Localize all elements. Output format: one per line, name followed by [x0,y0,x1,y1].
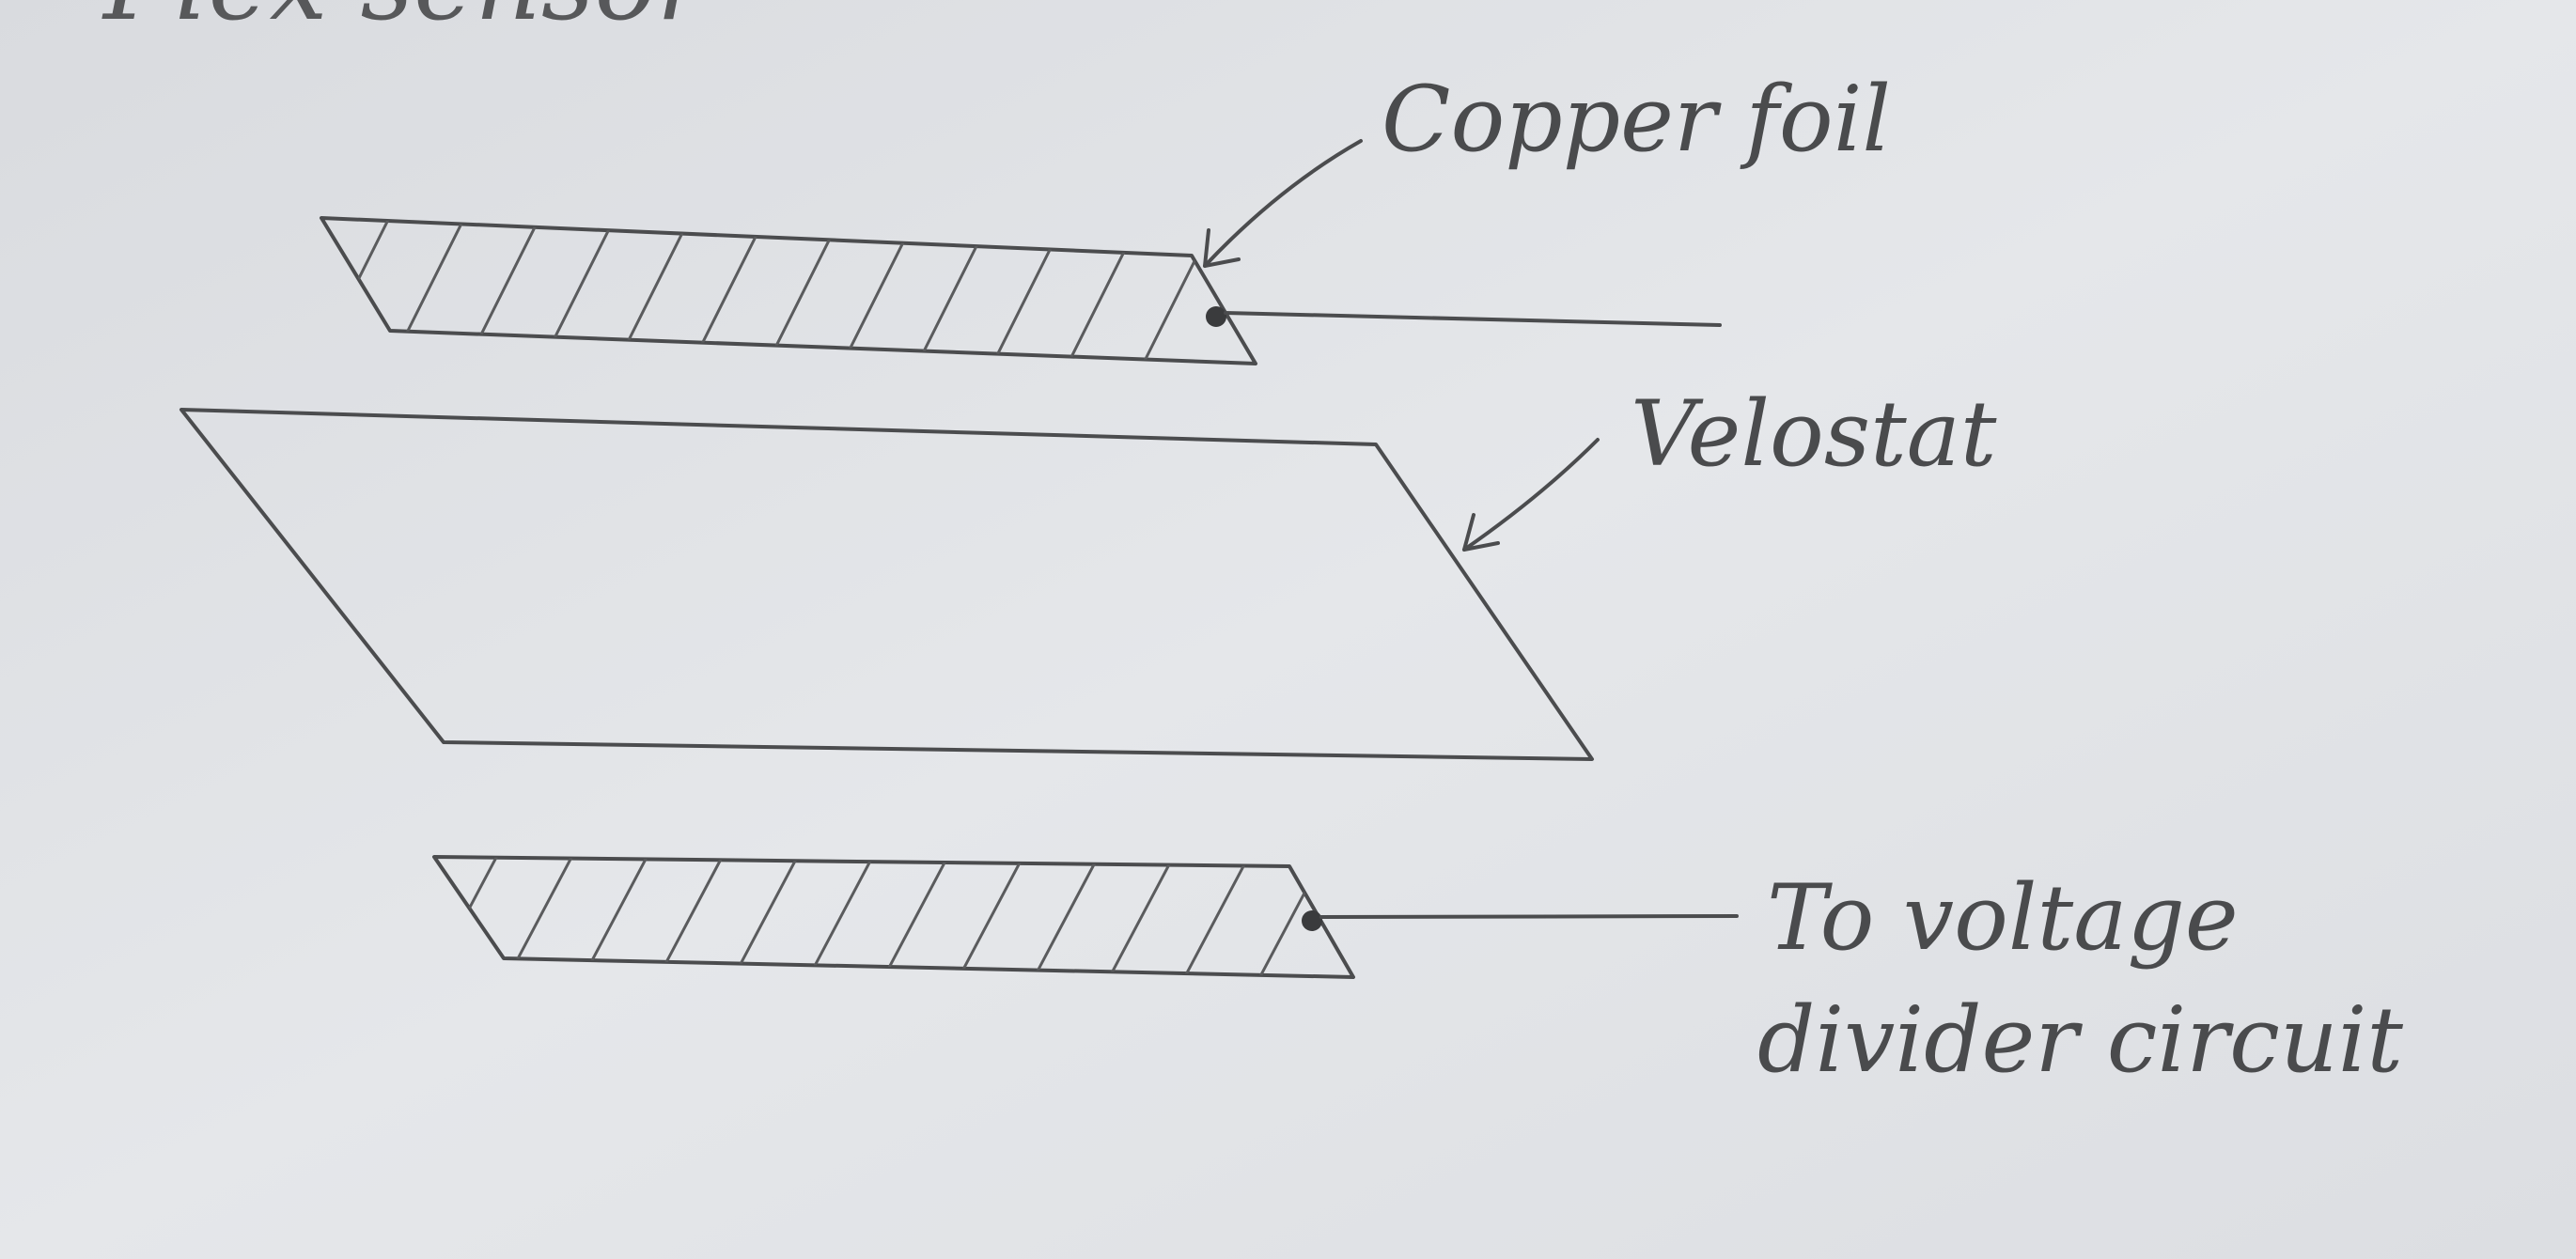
bottom-wire [1319,914,1739,919]
velostat-sheet [180,408,1594,761]
copper-foil-label: Copper foil [1382,67,1891,172]
copper-foil-arrow [1203,139,1363,268]
voltage-divider-label-line2: divider circuit [1757,987,2403,1093]
velostat-label: Velostat [1631,381,1997,487]
bottom-solder-point [1302,910,1322,931]
top-wire [1224,311,1722,327]
velostat-arrow [1462,438,1600,552]
top-solder-point [1206,306,1226,327]
title-fragment: Flex sensor [101,0,712,43]
voltage-divider-label-line1: To voltage [1767,865,2239,971]
